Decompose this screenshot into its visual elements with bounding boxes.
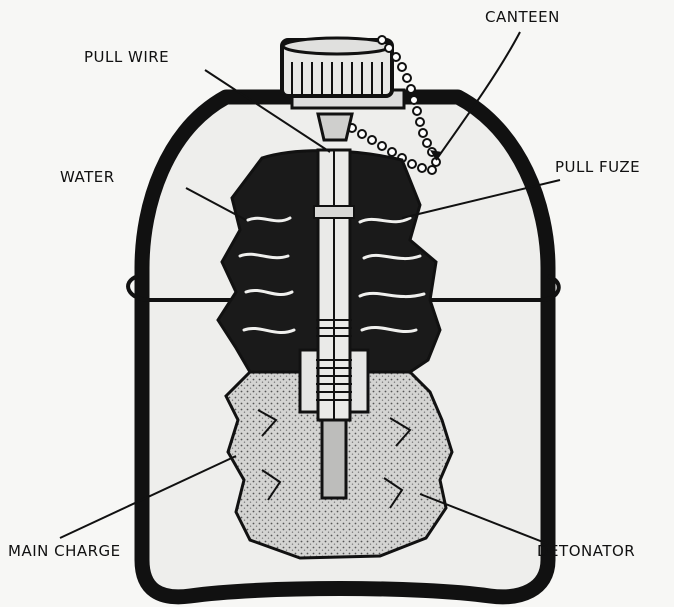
label-detonator: DETONATOR: [537, 544, 635, 559]
detonator: [322, 420, 346, 498]
label-pull-wire: PULL WIRE: [84, 50, 169, 65]
label-main-charge: MAIN CHARGE: [8, 544, 121, 559]
label-canteen: CANTEEN: [485, 10, 560, 25]
label-pull-fuze: PULL FUZE: [555, 160, 640, 175]
cap-top: [283, 38, 391, 54]
label-water: WATER: [60, 170, 115, 185]
fuze-collar: [314, 206, 354, 218]
fuze-head: [318, 114, 352, 140]
